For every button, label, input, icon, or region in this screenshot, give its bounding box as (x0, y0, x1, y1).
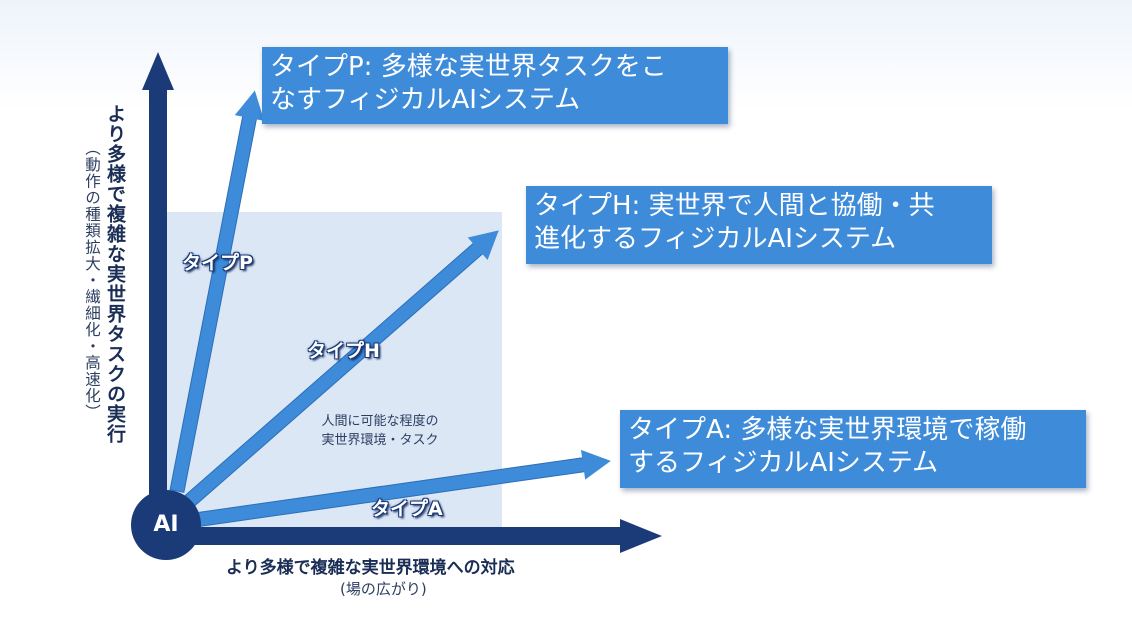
type-p-description-line1: タイプP: 多様な実世界タスクをこ (270, 52, 667, 82)
type-p-arrow (169, 90, 265, 493)
human-capability-note-line2: 実世界環境・タスク (321, 433, 439, 448)
type-h-description-box: タイプH: 実世界で人間と協働・共 進化するフィジカルAIシステム (526, 186, 992, 264)
human-capability-note-line1: 人間に可能な程度の (321, 414, 439, 429)
x-axis-title: より多様で複雑な実世界環境への対応 (226, 558, 515, 578)
type-h-arrow-label: タイプH (307, 340, 380, 362)
type-a-description-box: タイプA: 多様な実世界環境で稼働 するフィジカルAIシステム (620, 410, 1086, 488)
x-axis-subtitle: (場の広がり) (340, 580, 427, 598)
y-axis-title: より多様で複雑な実世界タスクの実行 (104, 104, 126, 444)
type-h-description-line2: 進化するフィジカルAIシステム (534, 224, 897, 254)
type-h-description-line1: タイプH: 実世界で人間と協働・共 (534, 191, 935, 221)
ai-origin-node: AI (131, 490, 201, 560)
x-axis-shaft (165, 527, 623, 545)
x-axis-arrowhead (620, 519, 662, 553)
type-a-description-line2: するフィジカルAIシステム (628, 448, 939, 478)
y-axis-shaft (149, 88, 167, 528)
type-p-description-box: タイプP: 多様な実世界タスクをこ なすフィジカルAIシステム (262, 47, 728, 124)
type-a-description-line1: タイプA: 多様な実世界環境で稼働 (628, 415, 1027, 445)
y-axis-subtitle: （動作の種類拡大・繊細化・高速化） (83, 140, 101, 421)
type-p-description-line2: なすフィジカルAIシステム (270, 85, 581, 115)
y-axis-arrowhead (142, 52, 174, 90)
type-p-arrow-label: タイプP (182, 252, 253, 274)
human-capability-note: 人間に可能な程度の 実世界環境・タスク (296, 412, 464, 450)
type-a-arrow-label: タイプA (371, 498, 443, 520)
